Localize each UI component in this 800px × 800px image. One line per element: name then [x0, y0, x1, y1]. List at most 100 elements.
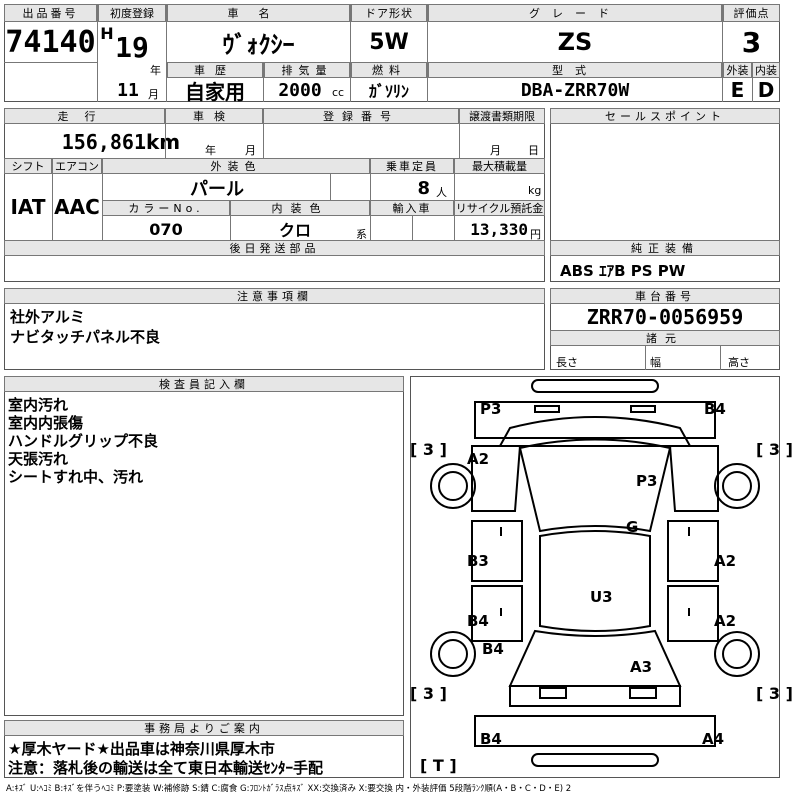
- office-line2: 注意：落札後の輸送は全て東日本輸送ｾﾝﾀｰ手配: [8, 759, 324, 777]
- ext-label: 外装: [723, 62, 752, 78]
- cc-unit: cc: [332, 86, 345, 99]
- import-label: 輸入車: [370, 200, 454, 216]
- insp-month-unit: 月: [245, 144, 256, 157]
- mileage-label: 走行: [4, 108, 165, 124]
- damage-front-left: P3: [480, 400, 502, 418]
- colorno-label: カラーNo.: [102, 200, 230, 216]
- intcolor-unit: 系: [356, 228, 367, 241]
- sales-label: セールスポイント: [550, 108, 780, 124]
- ext-grade: E: [730, 78, 745, 102]
- reg-year: 19: [115, 30, 149, 64]
- dims-length: 長さ: [556, 356, 578, 369]
- equipment-label: 純正装備: [550, 240, 780, 256]
- office-line1: ★厚木ヤード★出品車は神奈川県厚木市: [8, 740, 275, 758]
- inspector-line: 室内内張傷: [8, 414, 84, 432]
- reg-month: 11: [117, 79, 139, 101]
- tire-rear-right: [ 3 ]: [756, 684, 793, 703]
- color: パール: [190, 179, 244, 200]
- door-type: 5W: [369, 29, 409, 55]
- transfer-month-unit: 月: [490, 144, 501, 157]
- damage-door-front-left: B3: [467, 552, 489, 570]
- cc-label: 排気量: [264, 62, 350, 78]
- notes-line: ナビタッチパネル不良: [10, 328, 161, 346]
- load-label: 最大積載量: [454, 158, 545, 174]
- chassis-label: 車台番号: [550, 288, 780, 304]
- inspector-line: ハンドルグリップ不良: [8, 432, 159, 450]
- name-label: 車名: [167, 4, 350, 22]
- mileage: 156,861: [61, 130, 146, 154]
- year-unit: 年: [150, 64, 161, 77]
- capacity-unit: 人: [436, 186, 447, 199]
- dims-width: 幅: [650, 356, 661, 369]
- reg-era: H: [100, 23, 114, 43]
- car-name: ｳﾞｫｸｼｰ: [222, 30, 295, 59]
- lot-label: 出品番号: [4, 4, 97, 22]
- ac-label: エアコン: [52, 158, 102, 174]
- dims-label: 諸元: [550, 330, 780, 346]
- lot-number: 74140: [5, 24, 96, 60]
- reg-label: 初度登録: [98, 4, 166, 22]
- tire-front-left: [ 3 ]: [410, 440, 447, 459]
- damage-fender-left: A2: [467, 450, 490, 468]
- office-label: 事務局よりご案内: [4, 720, 404, 736]
- history: 自家用: [185, 79, 245, 104]
- intcolor-label: 内装色: [230, 200, 370, 216]
- later-parts-label: 後日発送部品: [4, 240, 545, 256]
- damage-door-rear-left: B4: [467, 612, 489, 630]
- tire-front-right: [ 3 ]: [756, 440, 793, 459]
- int-grade: D: [757, 78, 775, 102]
- transfer-day-unit: 日: [528, 144, 539, 157]
- recycle-label: リサイクル預託金: [454, 200, 545, 216]
- damage-quarter-left: B4: [482, 640, 504, 658]
- notes-label: 注意事項欄: [4, 288, 545, 304]
- regno-label: 登録番号: [263, 108, 459, 124]
- model-label: 型式: [428, 62, 722, 78]
- shift-label: シフト: [4, 158, 52, 174]
- insp-year-unit: 年: [205, 144, 216, 157]
- colorno: 070: [149, 219, 183, 239]
- shift: IAT: [10, 195, 46, 219]
- chassis-number: ZRR70-0056959: [586, 305, 744, 329]
- history-label: 車歴: [167, 62, 263, 78]
- recycle-unit: 円: [530, 228, 541, 241]
- inspector-panel: [4, 376, 404, 716]
- inspection-label: 車検: [165, 108, 263, 124]
- recycle: 13,330: [470, 219, 528, 239]
- cc: 2000: [278, 79, 322, 101]
- tire-rear-left: [ 3 ]: [410, 684, 447, 703]
- damage-hood: P3: [636, 472, 658, 490]
- legend: A:ｷｽﾞ U:ﾍｺﾐ B:ｷｽﾞを伴うﾍｺﾐ P:要塗装 W:補修跡 S:錆 …: [6, 784, 572, 794]
- equipment-value: ABS ｴｱB PS PW: [560, 262, 686, 280]
- inspector-line: 天張汚れ: [8, 450, 69, 468]
- damage-front-right: B4: [704, 400, 726, 418]
- damage-glass: G: [626, 518, 639, 536]
- dims-height: 高さ: [728, 356, 750, 369]
- load-unit: kg: [528, 184, 542, 197]
- month-unit: 月: [148, 88, 159, 101]
- score-label: 評価点: [723, 4, 780, 22]
- door-label: ドア形状: [351, 4, 427, 22]
- inspector-line: 室内汚れ: [8, 396, 69, 414]
- grade: ZS: [557, 28, 593, 56]
- mileage-unit: km: [146, 130, 181, 154]
- damage-door-front-right: A2: [714, 552, 737, 570]
- damage-roof: U3: [590, 588, 613, 606]
- capacity-label: 乗車定員: [370, 158, 454, 174]
- int-label: 内装: [752, 62, 780, 78]
- damage-door-rear-right: A2: [714, 612, 737, 630]
- damage-back: A3: [630, 658, 653, 676]
- intcolor: クロ: [278, 221, 311, 240]
- grade-label: グレード: [428, 4, 722, 22]
- damage-rear-left: B4: [480, 730, 502, 748]
- capacity: 8: [417, 177, 430, 199]
- inspector-label: 検査員記入欄: [4, 376, 404, 392]
- notes-line: 社外アルミ: [10, 308, 85, 326]
- model: DBA-ZRR70W: [520, 79, 630, 101]
- fuel: ｶﾞｿﾘﾝ: [368, 82, 409, 101]
- inspector-line: シートすれ中、汚れ: [8, 468, 144, 486]
- ac: AAC: [54, 195, 100, 219]
- damage-rear-right: A4: [702, 730, 725, 748]
- fuel-label: 燃料: [351, 62, 427, 78]
- spare-tire: [ T ]: [420, 756, 457, 775]
- car-outline-diagram: [430, 379, 760, 767]
